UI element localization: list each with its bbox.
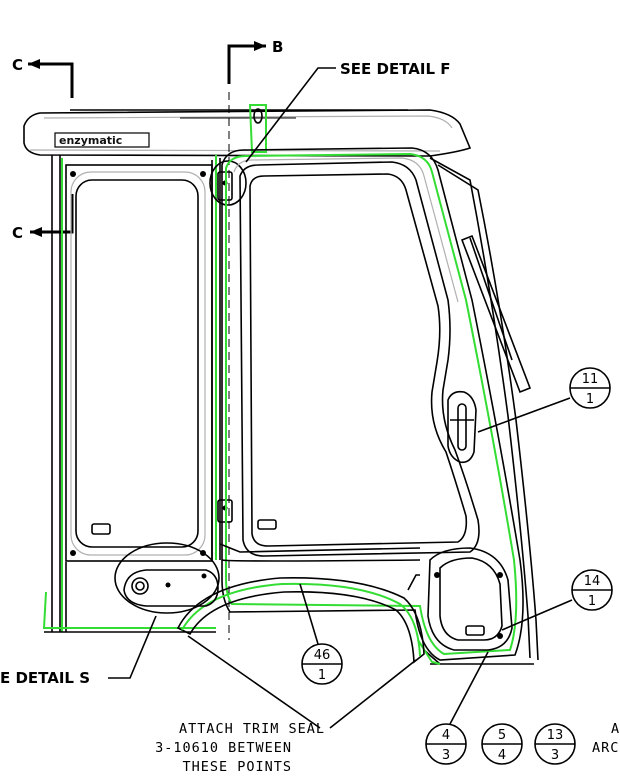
trim-seal-line-2: 3-10610 BETWEEN — [155, 740, 292, 756]
section-label-b: B — [272, 38, 283, 56]
rear-wall — [42, 155, 216, 633]
balloon-4-bottom: 3 — [442, 748, 450, 763]
balloon-5: 5 4 — [481, 723, 523, 765]
balloon-5-bottom: 4 — [498, 748, 506, 763]
balloon-46-top: 46 — [314, 648, 331, 663]
detail-s-label: E DETAIL S — [0, 669, 90, 687]
balloon-13-top: 13 — [547, 728, 564, 743]
section-marker-b: B — [227, 38, 283, 640]
lower-step-pocket — [427, 547, 513, 651]
cab-door — [219, 147, 524, 661]
balloon-11-top: 11 — [582, 372, 599, 387]
balloon-13: 13 3 — [534, 723, 576, 765]
balloon-11-bottom: 1 — [586, 392, 594, 407]
section-marker-c-mid: C — [12, 194, 74, 242]
section-marker-c-top: C — [12, 56, 74, 98]
front-pillar — [417, 157, 539, 665]
detail-f-label: SEE DETAIL F — [340, 60, 451, 78]
balloon-14-top: 14 — [584, 574, 601, 589]
balloon-46: 46 1 — [299, 583, 343, 685]
logo-text: enzymatic — [59, 134, 122, 147]
balloon-46-bottom: 1 — [318, 668, 326, 683]
section-label-c-top: C — [12, 56, 23, 74]
lower-access-panel — [114, 542, 220, 614]
balloon-4: 4 3 — [425, 651, 489, 765]
edge-fragment-2: ARC — [592, 740, 619, 756]
callout-detail-f: SEE DETAIL F — [245, 60, 451, 163]
balloon-5-top: 5 — [498, 728, 506, 743]
trim-seal-line-3: THESE POINTS — [182, 759, 292, 775]
balloon-4-top: 4 — [442, 728, 450, 743]
callout-detail-s: E DETAIL S — [0, 615, 157, 687]
door-handle — [447, 390, 477, 464]
trim-seal-line-1: ATTACH TRIM SEAL — [179, 721, 325, 737]
balloon-13-bottom: 3 — [551, 748, 559, 763]
callout-trim-seal: ATTACH TRIM SEAL 3-10610 BETWEEN THESE P… — [155, 635, 417, 775]
balloon-14-bottom: 1 — [588, 594, 596, 609]
b-pillar — [209, 104, 267, 560]
roof-logo: enzymatic — [54, 132, 150, 148]
edge-fragment-1: A — [611, 721, 620, 737]
balloon-14: 14 1 — [501, 569, 613, 631]
balloon-11: 11 1 — [477, 367, 611, 433]
section-label-c-mid: C — [12, 224, 23, 242]
